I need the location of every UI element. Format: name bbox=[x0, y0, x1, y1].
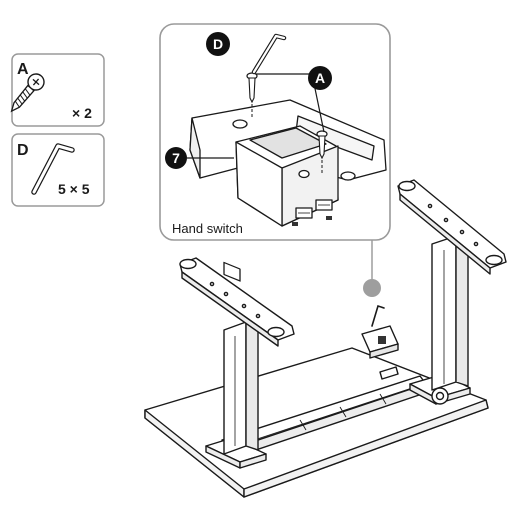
part-a-quantity: × 2 bbox=[72, 105, 92, 121]
part-d-quantity: 5 × 5 bbox=[58, 181, 90, 197]
hex-key-icon bbox=[31, 143, 75, 195]
part-a-letter: A bbox=[17, 61, 29, 78]
part-d-panel: D 5 × 5 bbox=[11, 133, 105, 207]
detail-leader bbox=[363, 240, 381, 297]
step-number-label: 7 bbox=[172, 150, 180, 166]
screw-icon bbox=[10, 73, 45, 113]
hand-switch-unit bbox=[223, 125, 339, 282]
callout-a-label: A bbox=[315, 70, 325, 86]
right-leg bbox=[431, 235, 469, 391]
left-top-bracket bbox=[179, 257, 295, 347]
hand-switch-label: Hand switch bbox=[172, 221, 243, 236]
part-d-letter: D bbox=[17, 142, 29, 159]
control-box bbox=[361, 325, 399, 380]
detail-inset: D A 7 Hand switch bbox=[159, 23, 391, 282]
left-leg bbox=[223, 321, 259, 455]
callout-d-label: D bbox=[213, 36, 223, 52]
hex-key-small-icon bbox=[371, 304, 385, 327]
inset-screw-2-icon bbox=[316, 130, 328, 174]
callout-d: D bbox=[206, 32, 230, 56]
desk-frame bbox=[144, 179, 507, 498]
right-top-bracket bbox=[397, 179, 507, 275]
step-number: 7 bbox=[165, 147, 234, 169]
part-a-panel: A × 2 bbox=[10, 53, 105, 127]
callout-a: A bbox=[308, 66, 332, 90]
